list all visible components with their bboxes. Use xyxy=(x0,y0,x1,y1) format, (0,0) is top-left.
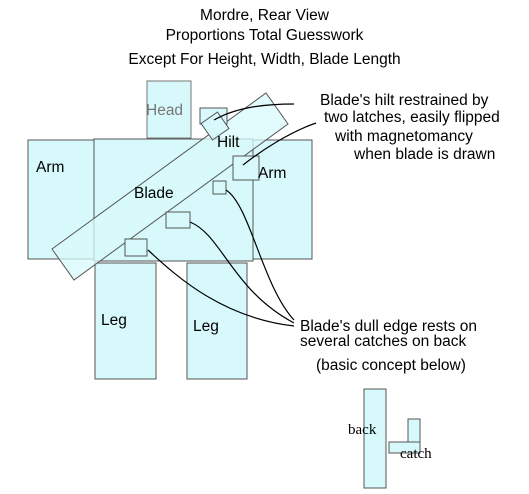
head-shape xyxy=(146,80,192,139)
title-line-3: Except For Height, Width, Blade Length xyxy=(128,51,401,68)
callout-hilt-right xyxy=(242,122,317,166)
callout-catch-middle xyxy=(189,221,295,324)
right-arm-label: Arm xyxy=(258,165,286,182)
catch-upper xyxy=(212,180,227,195)
blade-shape xyxy=(51,92,289,281)
left-leg-label: Leg xyxy=(101,312,127,329)
head-label: Head xyxy=(146,102,183,119)
blade-label: Blade xyxy=(134,185,174,202)
hilt-latch-right xyxy=(232,155,260,181)
hilt-note-line-1: Blade's hilt restrained by xyxy=(320,92,489,109)
hilt-note-line-3: with magnetomancy xyxy=(335,128,473,145)
hilt-note-line-4: when blade is drawn xyxy=(354,146,496,163)
concept-back-shape xyxy=(363,388,387,489)
callout-hilt-top xyxy=(213,103,295,121)
concept-catch-base xyxy=(388,441,421,454)
title-line-2: Proportions Total Guesswork xyxy=(165,27,364,44)
hilt-label: Hilt xyxy=(217,134,240,151)
callout-catch-upper xyxy=(225,189,295,321)
concept-catch-label: catch xyxy=(400,446,432,462)
hilt-pommel xyxy=(200,111,230,141)
right-arm-shape xyxy=(252,139,313,260)
catch-middle xyxy=(165,211,191,229)
concept-back-label: back xyxy=(348,422,377,438)
right-leg-label: Leg xyxy=(193,318,219,335)
concept-note: (basic concept below) xyxy=(316,357,466,374)
concept-catch-hook xyxy=(407,418,421,443)
title-line-1: Mordre, Rear View xyxy=(200,7,329,24)
edge-note-line-1: Blade's dull edge rests on xyxy=(300,318,478,335)
catch-lower xyxy=(124,238,148,257)
right-leg-shape xyxy=(186,262,248,380)
callout-catch-lower xyxy=(147,249,295,327)
hilt-note-line-2: two latches, easily flipped xyxy=(324,109,500,126)
left-leg-shape xyxy=(94,262,157,380)
edge-note-line-2: several catches on back xyxy=(300,333,467,350)
left-arm-label: Arm xyxy=(36,159,64,176)
